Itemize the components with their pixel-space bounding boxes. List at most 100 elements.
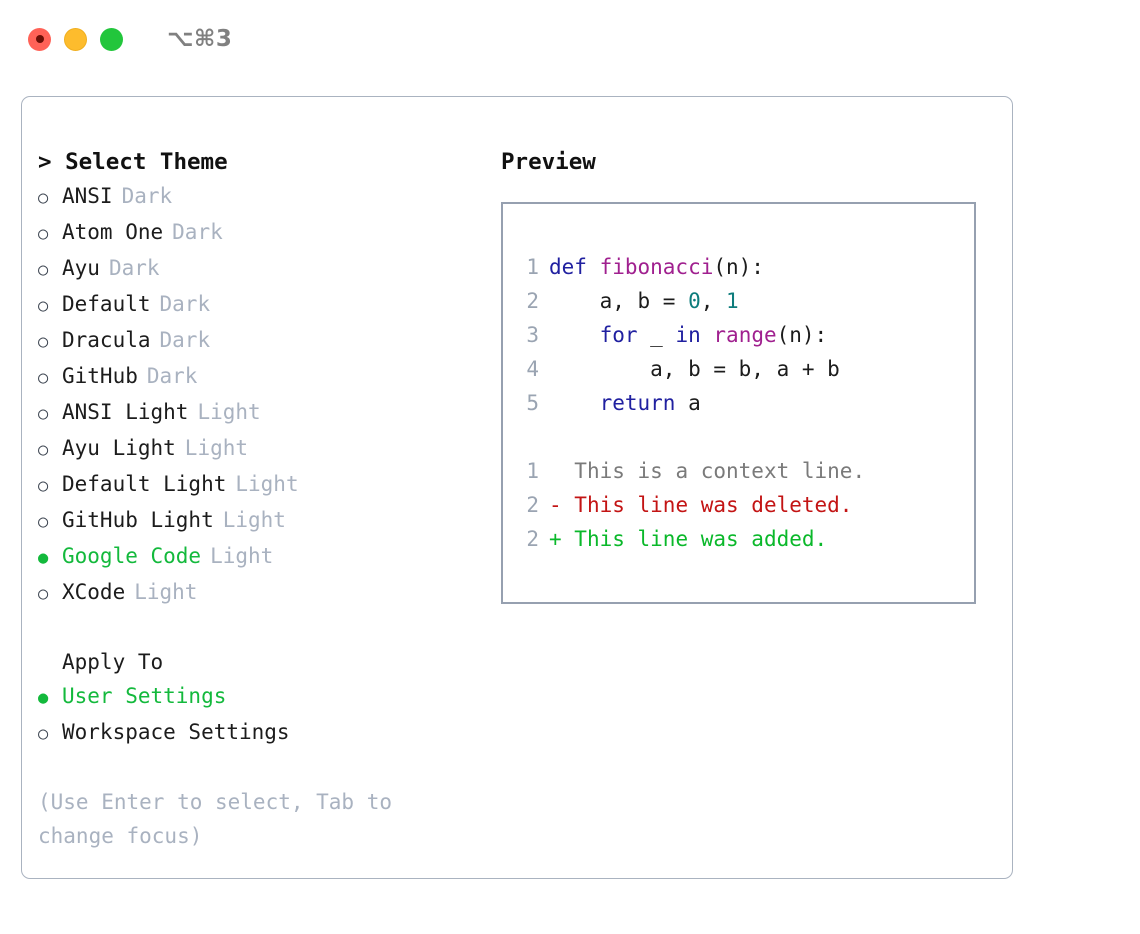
line-number: 1: [526, 459, 539, 483]
code-line: 3 for _ in range(n):: [513, 318, 840, 352]
code-token-pln: ,: [700, 289, 727, 313]
code-line: 5 return a: [513, 386, 840, 420]
theme-name: Google Code: [62, 544, 202, 568]
code-token-num: 0: [688, 289, 701, 313]
line-number: 2: [526, 289, 539, 313]
diff-line-text: + This line was added.: [549, 522, 827, 556]
radio-unselected-icon: ○: [38, 584, 49, 604]
radio-unselected-icon: ○: [38, 224, 49, 244]
line-number: 2: [526, 527, 539, 551]
radio-unselected-icon: ○: [38, 368, 49, 388]
theme-kind-label: Dark: [121, 184, 173, 208]
theme-name: ANSI: [62, 184, 113, 208]
theme-name: Default Light: [62, 472, 227, 496]
apply-to-option-user-settings[interactable]: ● User Settings: [38, 679, 468, 715]
theme-option-xcode[interactable]: ○ XCode Light: [38, 575, 468, 611]
theme-kind-label: Light: [210, 544, 274, 568]
code-token-fn: range: [713, 323, 777, 347]
diff-body: This line was deleted.: [561, 493, 853, 517]
code-token-fn: fibonacci: [599, 255, 714, 279]
theme-kind-label: Dark: [108, 256, 160, 280]
code-token-kw: in: [675, 323, 701, 347]
code-token-kw: for: [599, 323, 638, 347]
radio-unselected-icon: ○: [38, 296, 49, 316]
code-line-text: for _ in range(n):: [549, 318, 828, 352]
apply-to-label: Workspace Settings: [62, 720, 290, 744]
radio-unselected-icon: ○: [38, 332, 49, 352]
apply-to-label: User Settings: [62, 684, 227, 708]
theme-option-default-light[interactable]: ○ Default Light Light: [38, 467, 468, 503]
apply-to-option-workspace-settings[interactable]: ○ Workspace Settings: [38, 715, 468, 751]
code-line: 4 a, b = b, a + b: [513, 352, 840, 386]
code-line-text: a, b = 0, 1: [549, 284, 739, 318]
code-token-pln: [549, 391, 600, 415]
radio-selected-icon: ●: [38, 688, 49, 708]
theme-name: Atom One: [62, 220, 164, 244]
close-button[interactable]: [28, 27, 51, 51]
diff-line-add: 2 + This line was added.: [513, 522, 865, 556]
theme-name: Default: [62, 292, 151, 316]
diff-line-text: This is a context line.: [549, 454, 865, 488]
code-token-pln: a: [675, 391, 701, 415]
apply-to-list[interactable]: ● User Settings ○ Workspace Settings: [38, 679, 468, 751]
section-spacer: [38, 611, 468, 645]
line-number: 5: [526, 391, 539, 415]
theme-name: ANSI Light: [62, 400, 189, 424]
maximize-button[interactable]: [100, 27, 123, 51]
keyboard-shortcut-hint: ⌥⌘3: [167, 26, 233, 52]
code-token-kw: return: [599, 391, 676, 415]
theme-kind-label: Dark: [159, 328, 211, 352]
radio-unselected-icon: ○: [38, 724, 49, 744]
code-token-pln: a, b = b, a + b: [549, 357, 840, 381]
diff-body: This is a context line.: [561, 459, 866, 483]
theme-option-ansi[interactable]: ○ ANSI Dark: [38, 179, 468, 215]
radio-unselected-icon: ○: [38, 476, 49, 496]
window-controls: [28, 27, 123, 51]
theme-option-dracula[interactable]: ○ Dracula Dark: [38, 323, 468, 359]
theme-kind-label: Light: [222, 508, 286, 532]
code-line-text: def fibonacci(n):: [549, 250, 764, 284]
code-token-pln: (n):: [776, 323, 828, 347]
recording-indicator-icon: [35, 35, 44, 43]
diff-line-text: - This line was deleted.: [549, 488, 852, 522]
theme-kind-label: Light: [235, 472, 299, 496]
theme-option-ansi-light[interactable]: ○ ANSI Light Light: [38, 395, 468, 431]
title-bar: ⌥⌘3: [0, 0, 1140, 78]
diff-body: This line was added.: [561, 527, 828, 551]
radio-unselected-icon: ○: [38, 440, 49, 460]
radio-unselected-icon: ○: [38, 260, 49, 280]
code-token-pln: [701, 323, 714, 347]
theme-name: Dracula: [62, 328, 151, 352]
code-token-pln: _: [637, 323, 676, 347]
radio-unselected-icon: ○: [38, 404, 49, 424]
theme-option-atom-one[interactable]: ○ Atom One Dark: [38, 215, 468, 251]
code-line: 2 a, b = 0, 1: [513, 284, 840, 318]
theme-name: XCode: [62, 580, 126, 604]
preview-heading: Preview: [501, 149, 596, 175]
diff-sample: 1 This is a context line. 2 - This line wa…: [513, 454, 865, 556]
code-token-pln: (n):: [713, 255, 764, 279]
line-number: 3: [526, 323, 539, 347]
minimize-button[interactable]: [64, 27, 87, 51]
diff-sign: +: [549, 527, 562, 551]
theme-kind-label: Dark: [172, 220, 223, 244]
theme-kind-label: Light: [134, 580, 198, 604]
theme-kind-label: Light: [197, 400, 261, 424]
radio-unselected-icon: ○: [38, 188, 49, 208]
theme-kind-label: Dark: [146, 364, 198, 388]
diff-sign: [549, 459, 562, 483]
